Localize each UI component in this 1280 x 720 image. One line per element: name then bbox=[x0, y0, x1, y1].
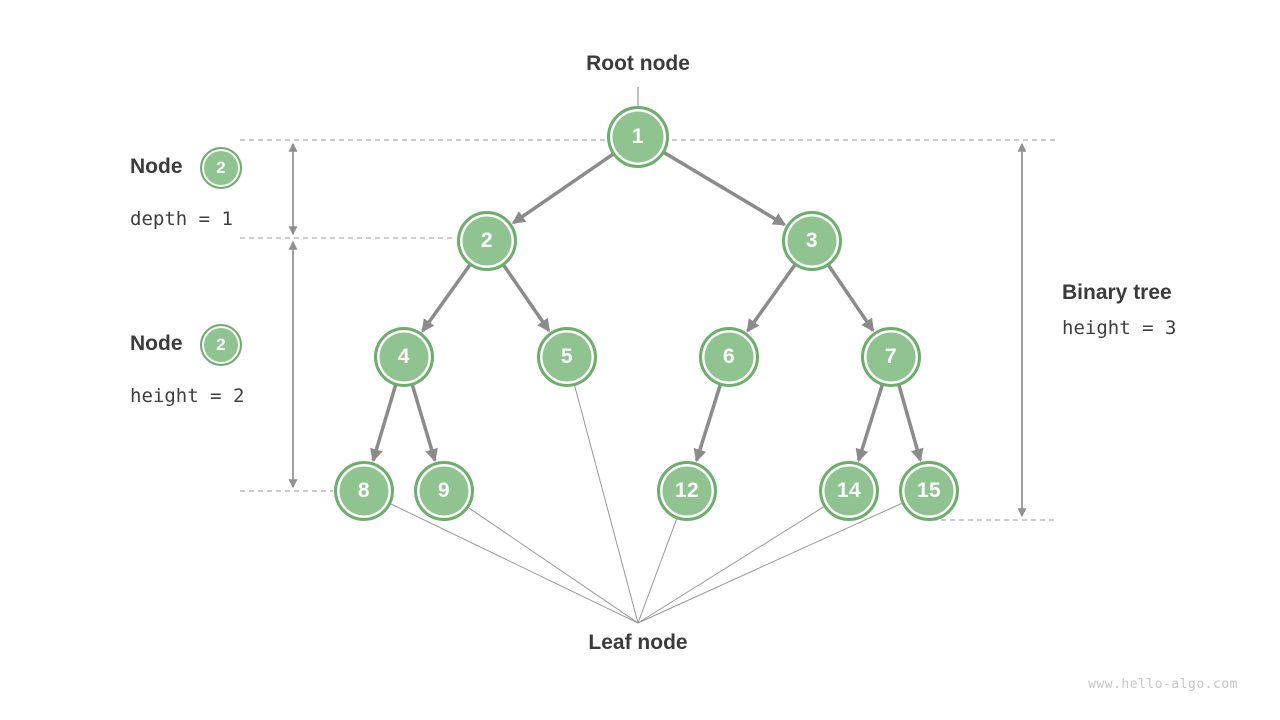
root-node-label: Root node bbox=[586, 52, 690, 75]
tree-edge bbox=[855, 356, 893, 463]
tree-edge bbox=[485, 240, 551, 333]
leaf-pointer-line bbox=[566, 356, 639, 624]
node-depth-badge: 2 bbox=[200, 147, 242, 189]
tree-edge bbox=[810, 240, 875, 333]
leaf-pointer-line bbox=[443, 490, 639, 624]
leaf-pointer-line bbox=[637, 490, 850, 624]
tree-edge bbox=[889, 356, 924, 462]
leaf-pointer-line bbox=[637, 490, 688, 624]
node-height-caption: height = 2 bbox=[130, 385, 245, 407]
watermark: www.hello-algo.com bbox=[1088, 677, 1238, 692]
tree-edge bbox=[637, 135, 787, 227]
binary-tree-caption: height = 3 bbox=[1062, 317, 1177, 339]
tree-edge bbox=[402, 356, 438, 463]
leaf-pointer-line bbox=[637, 490, 930, 624]
tree-edge bbox=[693, 356, 731, 463]
leaf-pointer-line bbox=[363, 490, 639, 624]
tree-edge bbox=[370, 356, 406, 463]
node-depth-title: Node bbox=[130, 155, 183, 178]
binary-tree-title: Binary tree bbox=[1062, 281, 1172, 304]
node-height-badge: 2 bbox=[200, 324, 242, 366]
tree-edge bbox=[421, 239, 489, 333]
leaf-node-label: Leaf node bbox=[588, 631, 688, 654]
tree-edge bbox=[511, 135, 639, 225]
tree-edge bbox=[746, 239, 814, 333]
node-height-title: Node bbox=[130, 332, 183, 355]
node-depth-caption: depth = 1 bbox=[130, 208, 233, 230]
